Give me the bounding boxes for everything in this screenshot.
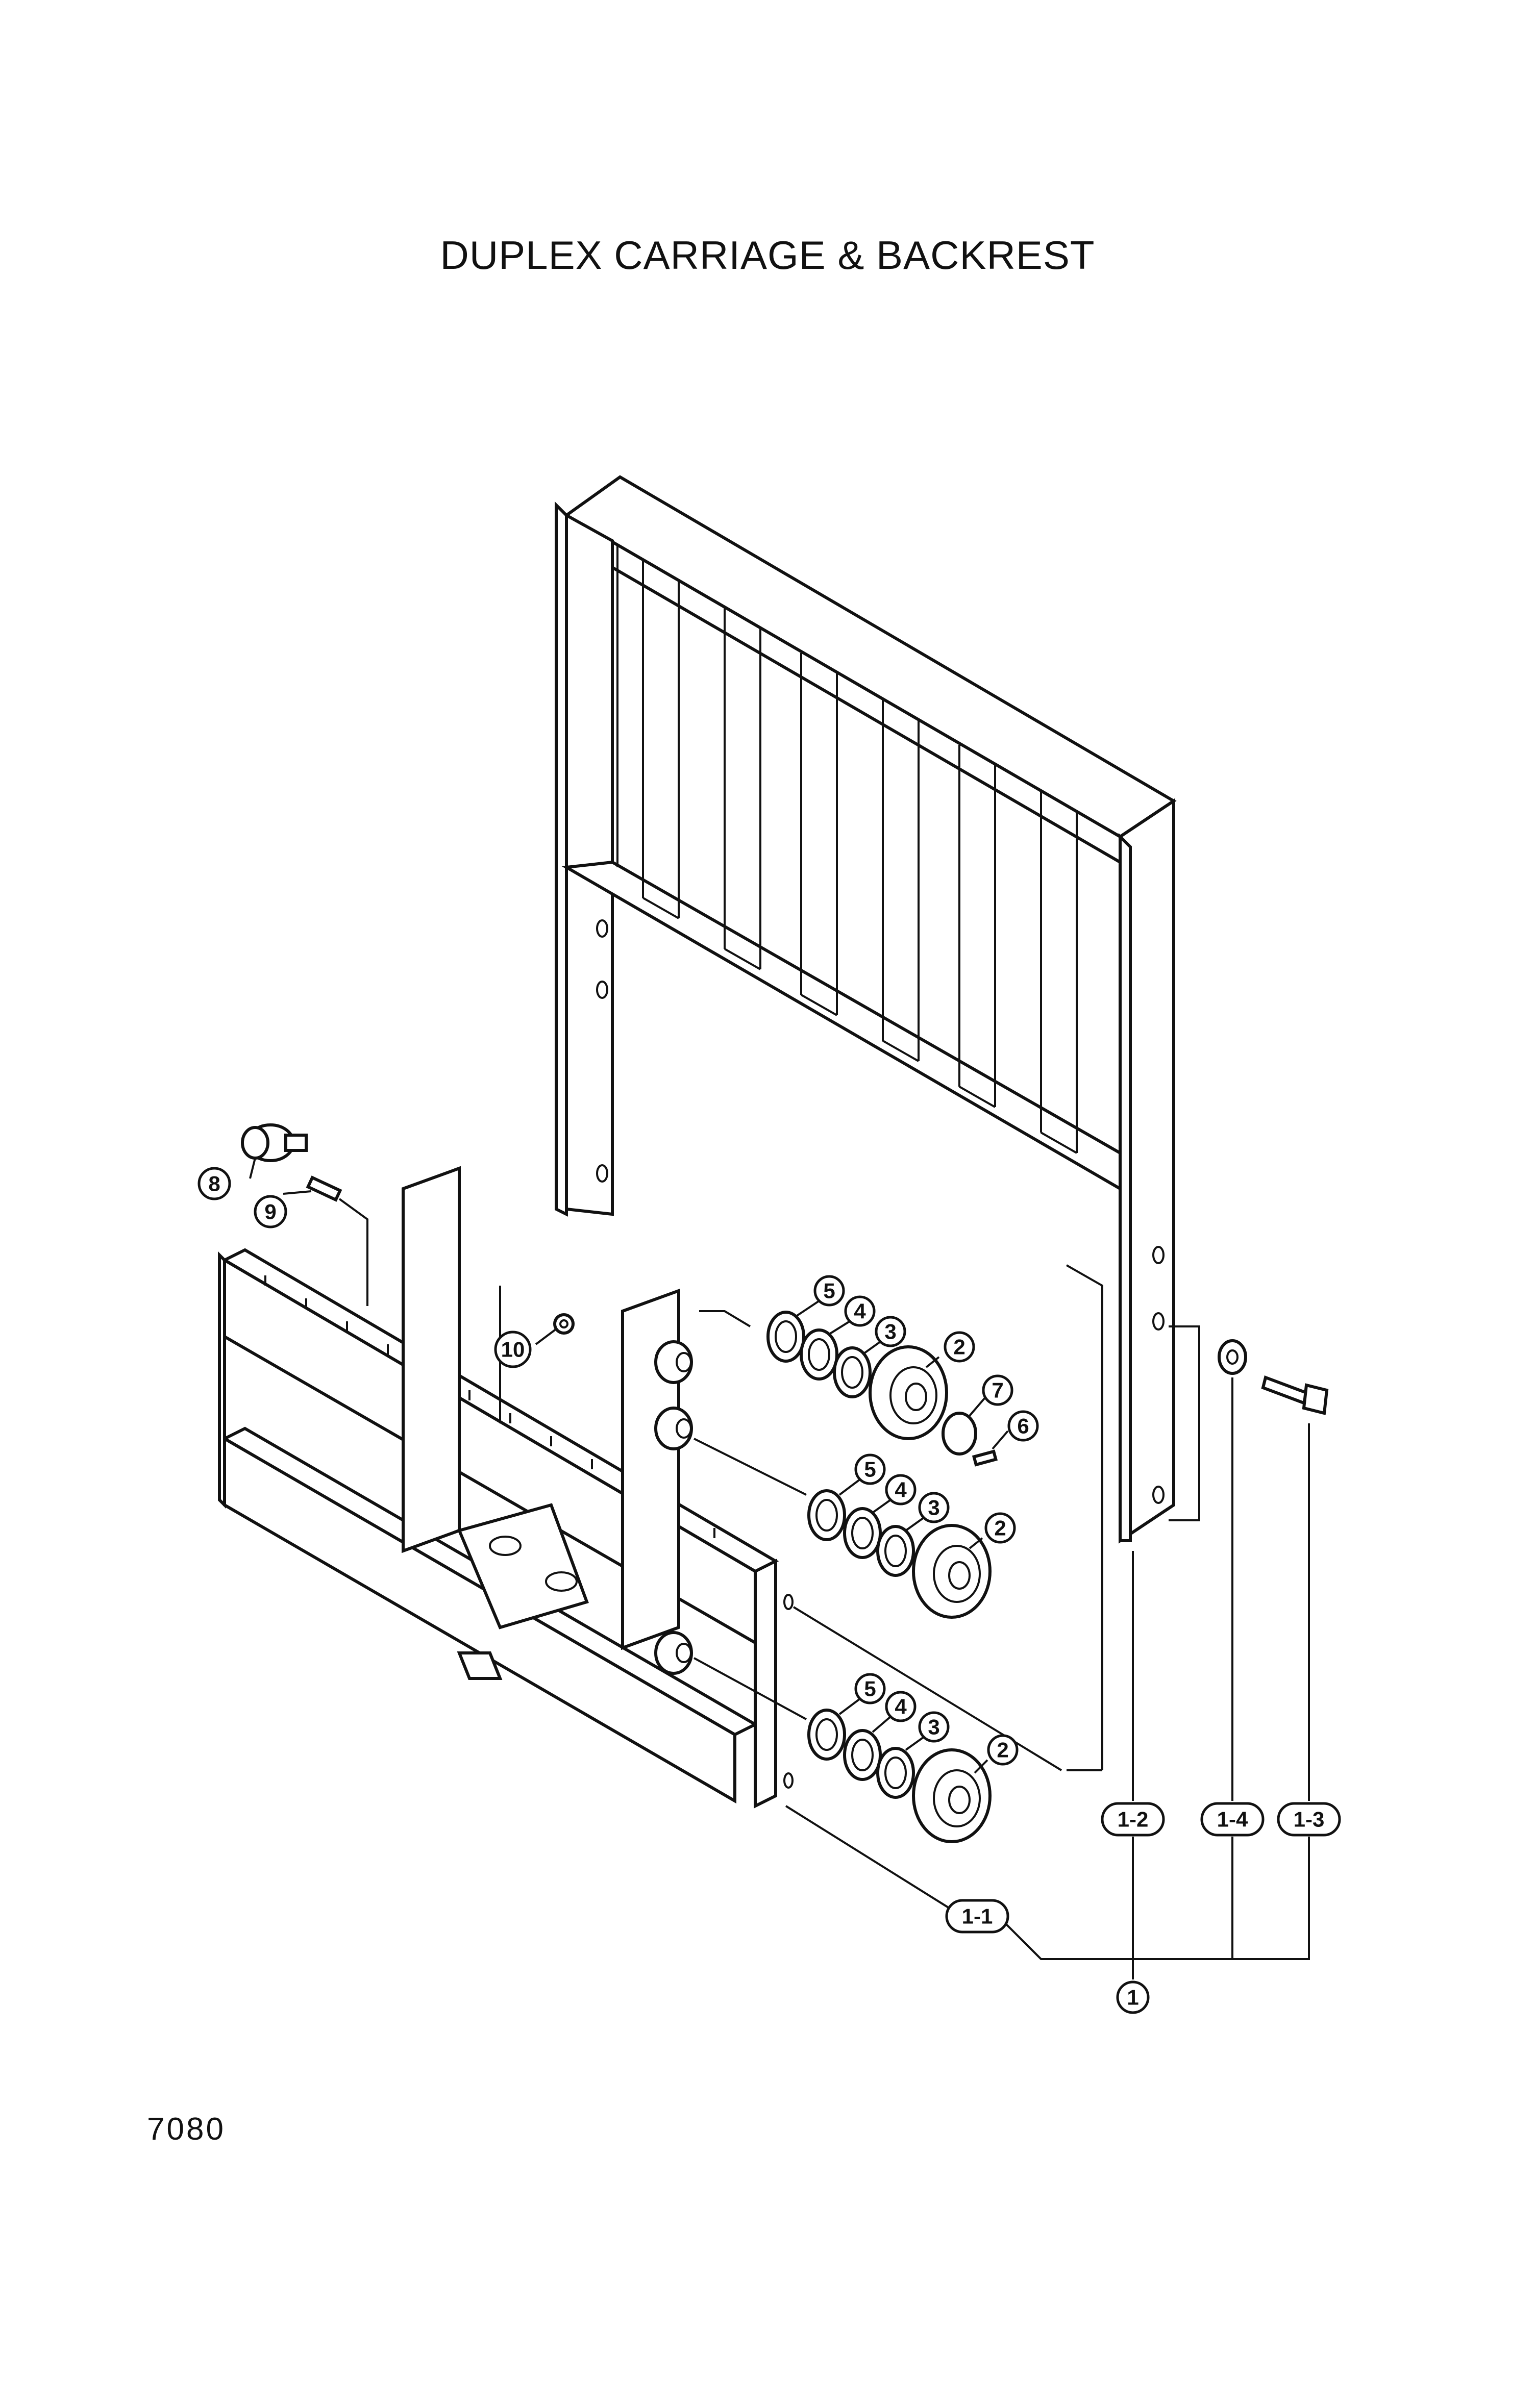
callout-6: 6 [1007,1410,1039,1442]
svg-text:1-2: 1-2 [1118,1808,1149,1832]
roller-stack-middle [807,1489,992,1619]
svg-text:6: 6 [1017,1414,1029,1438]
part-1-4-washer [1218,1339,1247,1375]
svg-text:1-3: 1-3 [1294,1808,1325,1832]
svg-text:3: 3 [884,1320,896,1344]
svg-text:3: 3 [928,1496,939,1520]
callout-1-2: 1-2 [1101,1802,1165,1837]
svg-text:2: 2 [994,1516,1006,1540]
svg-text:2: 2 [997,1738,1008,1762]
callout-4-middle: 4 [885,1474,917,1506]
callout-2-middle: 2 [984,1512,1016,1544]
backrest [555,475,1177,1544]
callout-10: 10 [494,1331,532,1368]
part-8-grease-fitting [241,1123,308,1162]
callout-8: 8 [197,1167,231,1200]
callout-1-1: 1-1 [945,1899,1009,1934]
callout-2-top: 2 [944,1331,975,1363]
callout-7: 7 [982,1374,1013,1406]
svg-text:1: 1 [1127,1986,1138,2010]
roller-stack-bottom [807,1709,992,1843]
svg-text:5: 5 [864,1677,876,1701]
svg-text:9: 9 [264,1200,276,1224]
callout-5-bottom: 5 [854,1673,886,1704]
svg-text:4: 4 [895,1695,907,1719]
svg-text:4: 4 [854,1299,866,1323]
svg-text:1-4: 1-4 [1217,1808,1248,1832]
roller-stack-top [766,1311,998,1467]
callout-3-middle: 3 [918,1492,950,1523]
svg-text:2: 2 [953,1335,965,1359]
svg-text:4: 4 [895,1478,907,1502]
part-1-3-bolt [1261,1375,1329,1415]
page-number: 7080 [147,2112,226,2147]
callout-1: 1 [1116,1980,1150,2014]
callout-5-middle: 5 [854,1453,886,1485]
part-10-nut [553,1313,575,1335]
callout-3-top: 3 [875,1316,906,1347]
svg-text:1-1: 1-1 [962,1904,993,1928]
callout-2-bottom: 2 [987,1734,1019,1766]
svg-text:3: 3 [928,1715,939,1739]
svg-text:10: 10 [501,1338,525,1362]
svg-text:5: 5 [864,1458,876,1482]
callout-4-top: 4 [844,1295,876,1327]
svg-text:7: 7 [992,1378,1003,1402]
callout-4-bottom: 4 [885,1691,917,1722]
carriage [218,1166,794,1809]
callout-5-top: 5 [813,1275,845,1307]
callout-9: 9 [254,1195,287,1228]
callout-1-4: 1-4 [1200,1802,1265,1837]
callout-3-bottom: 3 [918,1711,950,1743]
leader-lines [249,1158,1310,1979]
svg-text:5: 5 [823,1279,835,1303]
page-title: DUPLEX CARRIAGE & BACKREST [440,233,1095,278]
svg-text:8: 8 [208,1172,220,1196]
part-9-pin [306,1175,342,1202]
callout-1-3: 1-3 [1277,1802,1341,1837]
